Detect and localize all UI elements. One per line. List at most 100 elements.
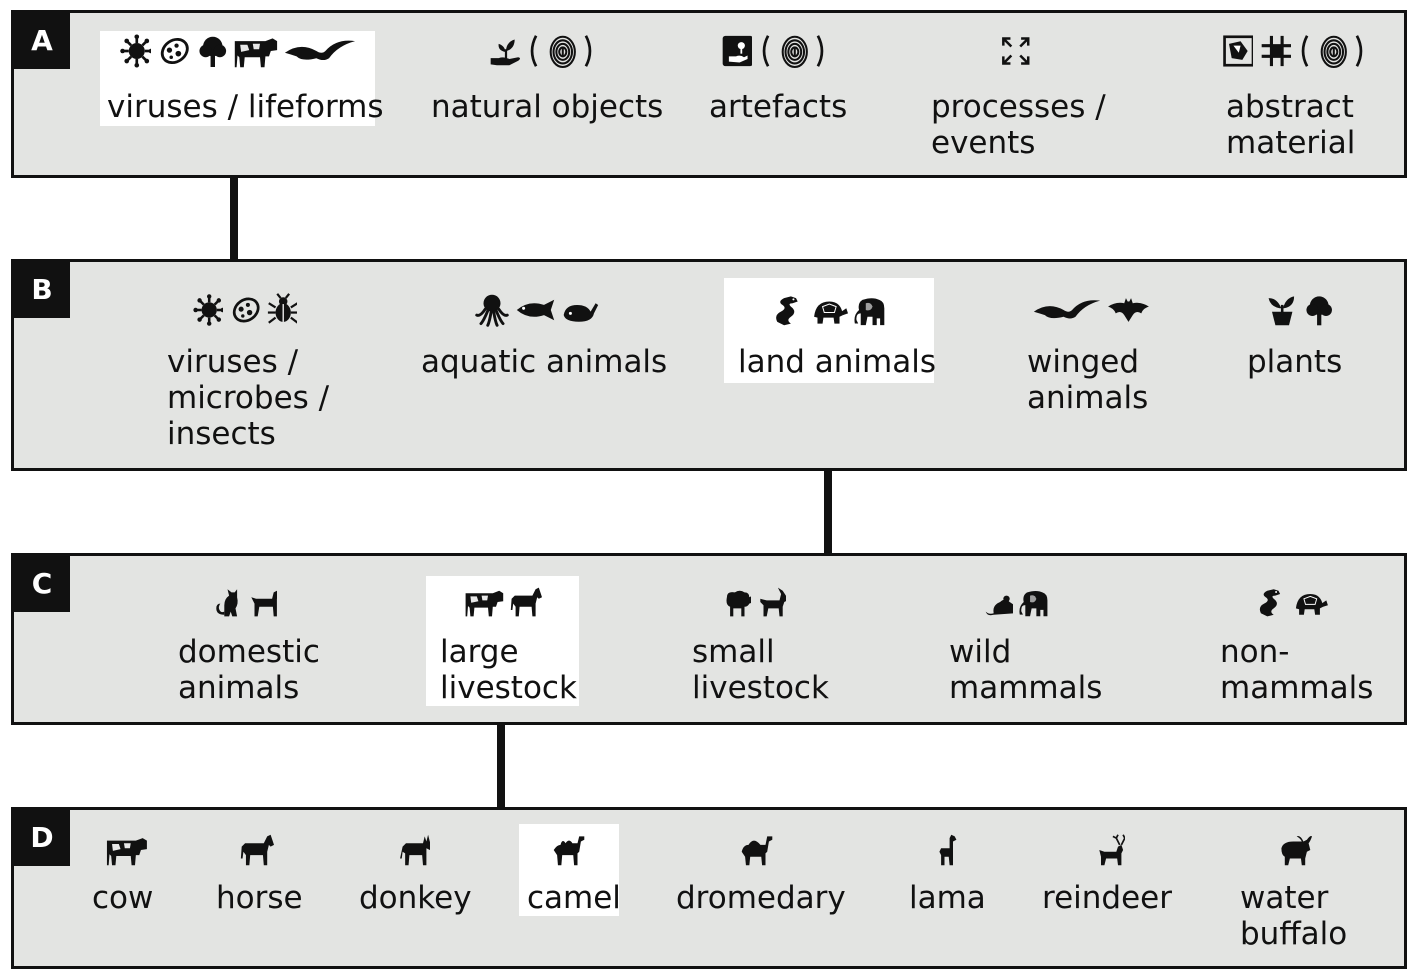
item-label: plants <box>1247 344 1343 380</box>
grid-icon <box>1261 35 1291 67</box>
icon-group <box>170 582 320 622</box>
panel-d-item-dromedary[interactable]: dromedary <box>669 810 846 966</box>
hand-sprout-icon <box>490 39 520 66</box>
panel-c-item-domestic-animals[interactable]: domestic animals <box>170 556 320 722</box>
panel-b-item-winged-animals[interactable]: winged animals <box>1014 262 1169 468</box>
turtle-icon <box>1295 594 1328 615</box>
abstract-image-icon <box>1223 35 1253 67</box>
fingerprint-icon <box>781 35 808 69</box>
whale-icon <box>563 303 598 322</box>
microbe-icon <box>160 37 189 65</box>
panel-d-item-reindeer[interactable]: reindeer <box>1034 810 1184 966</box>
cow-icon <box>234 38 278 68</box>
icon-group <box>424 31 659 71</box>
item-label: non- mammals <box>1220 634 1374 706</box>
panel-b-item-plants[interactable]: plants <box>1239 262 1359 468</box>
arrows-icon <box>1002 37 1030 65</box>
bird-icon <box>284 40 356 60</box>
item-label: land animals <box>738 344 937 380</box>
icon-group <box>1232 830 1357 870</box>
icon-group <box>924 31 1104 71</box>
donkey-icon <box>399 834 430 866</box>
panel-d-item-camel[interactable]: camel <box>519 824 621 916</box>
item-label: water buffalo <box>1240 880 1348 952</box>
icon-group <box>349 830 479 870</box>
panel-a: A viruses / lifeforms natural objects arte… <box>11 10 1407 178</box>
icon-group <box>724 290 934 330</box>
panel-c-item-non-mammals[interactable]: non- mammals <box>1212 556 1374 722</box>
virus-icon <box>120 34 151 68</box>
item-label: abstract material <box>1226 89 1356 161</box>
icon-group <box>1239 290 1359 330</box>
icon-group <box>209 830 304 870</box>
horse-icon <box>510 587 542 617</box>
panel-a-item-viruses-lifeforms[interactable]: viruses / lifeforms <box>100 31 384 126</box>
tree-icon <box>199 36 227 67</box>
camel-icon <box>553 836 585 866</box>
panel-d-item-lama[interactable]: lama <box>899 810 989 966</box>
snake-icon <box>1259 589 1281 617</box>
panel-c-item-wild-mammals[interactable]: wild mammals <box>939 556 1102 722</box>
cow-icon <box>465 590 503 617</box>
horse-icon <box>240 834 274 866</box>
panel-d-item-cow[interactable]: cow <box>84 810 169 966</box>
dromedary-icon <box>741 836 772 866</box>
elephant-icon <box>1019 590 1048 617</box>
icon-group <box>1034 830 1184 870</box>
snake-icon <box>776 296 798 326</box>
icon-group <box>704 31 844 71</box>
item-label: aquatic animals <box>421 344 668 380</box>
icon-group <box>1212 582 1372 622</box>
octopus-icon <box>474 294 509 327</box>
panel-d-item-horse[interactable]: horse <box>209 810 304 966</box>
microbe-icon <box>232 297 260 323</box>
panel-b-item-viruses-microbes-insects[interactable]: viruses / microbes / insects <box>159 262 329 468</box>
lama-icon <box>938 834 956 866</box>
icon-group <box>100 31 375 71</box>
icon-group <box>939 582 1094 622</box>
item-label: domestic animals <box>178 634 320 706</box>
panel-c-item-large-livestock[interactable]: large livestock <box>426 576 579 706</box>
bug-icon <box>267 293 297 324</box>
sheep-icon <box>726 590 751 617</box>
icon-group <box>684 582 824 622</box>
cow-icon <box>106 838 147 866</box>
item-label: winged animals <box>1027 344 1149 416</box>
panel-d-item-donkey[interactable]: donkey <box>349 810 479 966</box>
panel-label: B <box>14 262 70 318</box>
connector-c-d <box>497 725 505 807</box>
panel-a-item-abstract-material[interactable]: abstract material <box>1219 13 1369 175</box>
cat-icon <box>216 589 238 617</box>
item-label: donkey <box>359 880 472 916</box>
potted-plant-icon <box>1268 296 1295 326</box>
artefact-icon <box>722 35 752 67</box>
goat-icon <box>760 587 786 617</box>
item-label: processes / events <box>931 89 1106 161</box>
item-label: large livestock <box>440 634 577 706</box>
panel-b-item-aquatic-animals[interactable]: aquatic animals <box>414 262 667 468</box>
item-label: dromedary <box>676 880 846 916</box>
panel-b-item-land-animals[interactable]: land animals <box>724 278 937 383</box>
panel-label: A <box>14 13 70 69</box>
water-buffalo-icon <box>1280 835 1312 866</box>
panel-c-item-small-livestock[interactable]: small livestock <box>684 556 829 722</box>
panel-a-item-natural-objects[interactable]: natural objects <box>424 13 663 175</box>
connector-b-c <box>824 471 832 553</box>
item-label: viruses / microbes / insects <box>167 344 330 452</box>
panel-d-item-water-buffalo[interactable]: water buffalo <box>1232 810 1357 966</box>
panel-a-item-processes-events[interactable]: processes / events <box>924 13 1106 175</box>
paren-close <box>1355 35 1363 67</box>
paren-open <box>762 35 770 67</box>
item-label: small livestock <box>692 634 829 706</box>
icon-group <box>1014 290 1169 330</box>
paren-close <box>584 35 591 67</box>
icon-group <box>84 830 169 870</box>
item-label: camel <box>527 880 621 916</box>
fingerprint-icon <box>549 35 576 69</box>
icon-group <box>159 290 329 330</box>
fish-icon <box>516 299 554 321</box>
panel-a-item-artefacts[interactable]: artefacts <box>704 13 847 175</box>
connector-a-b <box>230 178 238 259</box>
